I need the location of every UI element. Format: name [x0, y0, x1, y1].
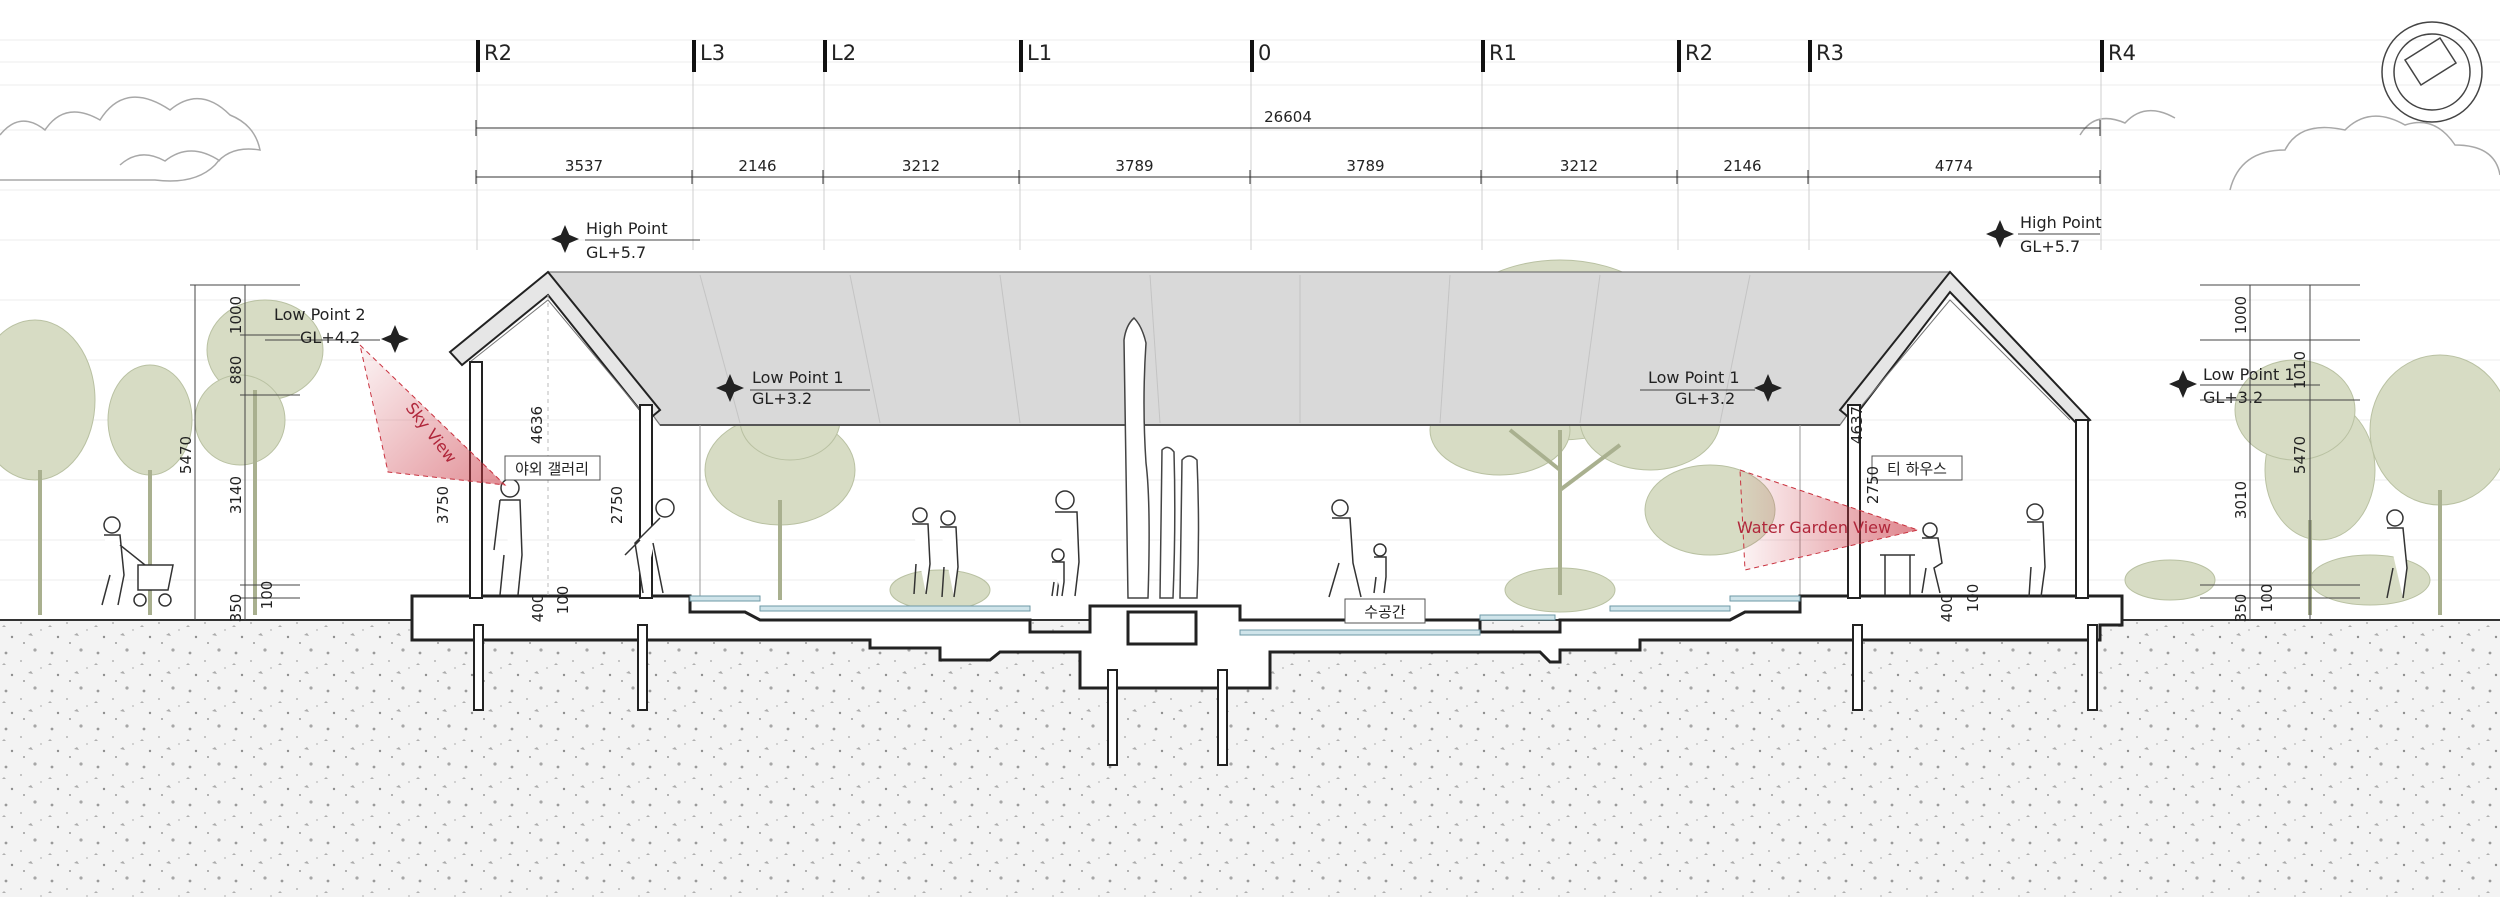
- level-leader-lines: [265, 233, 2320, 391]
- right-outer-base-height: 350: [2232, 594, 2250, 623]
- right-outer-total-height: 5470: [2291, 436, 2309, 474]
- sky-view-cone: [359, 343, 507, 486]
- low-point-1-right-name: Low Point 1: [2203, 365, 2295, 384]
- person-right-walking: [2386, 509, 2408, 599]
- axis-marker-8: [2100, 40, 2104, 72]
- person-tea-house-standing: [2026, 503, 2046, 598]
- high-point-left-value: GL+5.7: [586, 243, 646, 262]
- segment-dimension-6: 2146: [1723, 157, 1761, 175]
- right-outer-mid-height: 1010: [2291, 351, 2309, 389]
- gallery-room-label: 야외 갤러리: [515, 460, 589, 478]
- water-pools: [689, 595, 1801, 636]
- low-point-2-left-value: GL+4.2: [300, 328, 360, 347]
- room-label-boxes: [504, 455, 1963, 624]
- tea-house-room-label: 티 하우스: [1887, 460, 1947, 478]
- vertical-dimension-lines: [190, 284, 2360, 620]
- segment-dimension-7: 4774: [1935, 157, 1973, 175]
- axis-label-0: R2: [484, 41, 512, 65]
- axis-marker-1: [692, 40, 696, 72]
- level-marker-icons: [381, 220, 2197, 402]
- segment-dimension-4: 3789: [1346, 157, 1384, 175]
- axis-marker-2: [823, 40, 827, 72]
- people-figures: [101, 478, 2408, 607]
- low-point-1-right-value: GL+3.2: [2203, 388, 2263, 407]
- axis-label-1: L3: [700, 41, 725, 65]
- axis-marker-7: [1808, 40, 1812, 72]
- high-point-right-name: High Point: [2020, 213, 2102, 232]
- water-fountain-sculpture: [1123, 316, 1200, 599]
- right-tea-house: [1838, 270, 2092, 599]
- right-outer-base2-height: 100: [2258, 584, 2276, 613]
- right-house-base2: 100: [1964, 584, 1982, 613]
- left-inner-base: 100: [554, 586, 572, 615]
- total-dimension-line: [475, 120, 2101, 136]
- person-stroller: [101, 516, 174, 607]
- axis-label-3: L1: [1027, 41, 1052, 65]
- person-bending: [624, 498, 675, 594]
- high-point-left-name: High Point: [586, 219, 668, 238]
- segment-dimension-5: 3212: [1560, 157, 1598, 175]
- left-outer-main-height: 3140: [227, 476, 245, 514]
- foundation-piles: [473, 624, 2098, 766]
- axis-label-5: R1: [1489, 41, 1517, 65]
- segment-dimension-2: 3212: [902, 157, 940, 175]
- person-seated-tea: [1880, 522, 1943, 595]
- high-point-right-value: GL+5.7: [2020, 237, 2080, 256]
- right-outer-main-height: 3010: [2232, 481, 2250, 519]
- right-house-base: 400: [1938, 594, 1956, 623]
- right-outer-top-height: 1000: [2232, 296, 2250, 334]
- segment-dimension-labels: 3537 2146 3212 3789 3789 3212 2146 4774: [475, 157, 2101, 184]
- axis-marker-0: [476, 40, 480, 72]
- left-house-base: 400: [529, 594, 547, 623]
- grid-axis-ticks: R2 L3 L2 L1 0 R1 R2 R3 R4: [476, 40, 2136, 250]
- foundation-slab: [410, 594, 2124, 690]
- north-arrow-icon: [2381, 21, 2483, 123]
- segment-dimension-3: 3789: [1115, 157, 1153, 175]
- low-point-1-inner-left-name: Low Point 1: [752, 368, 844, 387]
- right-house-height: 4637: [1848, 406, 1866, 444]
- axis-marker-4: [1250, 40, 1254, 72]
- total-dimension-label: 26604: [1264, 108, 1312, 126]
- segment-dimension-1: 2146: [738, 157, 776, 175]
- water-space-label: 수공간: [1364, 603, 1406, 621]
- left-house-height: 4636: [528, 406, 546, 444]
- left-outer-total-height: 5470: [177, 436, 195, 474]
- axis-label-6: R2: [1685, 41, 1713, 65]
- left-outer-base2-height: 100: [258, 581, 276, 610]
- clouds: [0, 96, 2500, 191]
- water-garden-view-label: Water Garden View: [1737, 518, 1891, 537]
- person-parent-child: [1051, 490, 1080, 597]
- axis-marker-3: [1019, 40, 1023, 72]
- right-house-wall-height: 2750: [1864, 466, 1882, 504]
- low-point-1-inner-right-name: Low Point 1: [1648, 368, 1740, 387]
- axis-marker-6: [1677, 40, 1681, 72]
- low-point-1-inner-left-value: GL+3.2: [752, 389, 812, 408]
- segment-dimension-0: 3537: [565, 157, 603, 175]
- tree-trunks: [38, 390, 2442, 615]
- person-group-center: [912, 507, 959, 598]
- person-gallery-visitor: [493, 478, 523, 596]
- person-walking: [1328, 499, 1387, 598]
- low-point-1-inner-right-value: GL+3.2: [1675, 389, 1735, 408]
- axis-label-8: R4: [2108, 41, 2136, 65]
- axis-marker-5: [1481, 40, 1485, 72]
- axis-label-2: L2: [831, 41, 856, 65]
- left-outer-mid-height: 880: [227, 356, 245, 385]
- axis-label-7: R3: [1816, 41, 1844, 65]
- left-outer-top-height: 1000: [227, 296, 245, 334]
- left-house-wall-height: 3750: [434, 486, 452, 524]
- left-outer-base-height: 350: [227, 594, 245, 623]
- axis-label-4: 0: [1258, 41, 1271, 65]
- left-inner-wall-height: 2750: [608, 486, 626, 524]
- water-garden-view-cone: [1739, 469, 1920, 571]
- low-point-2-left-name: Low Point 2: [274, 305, 366, 324]
